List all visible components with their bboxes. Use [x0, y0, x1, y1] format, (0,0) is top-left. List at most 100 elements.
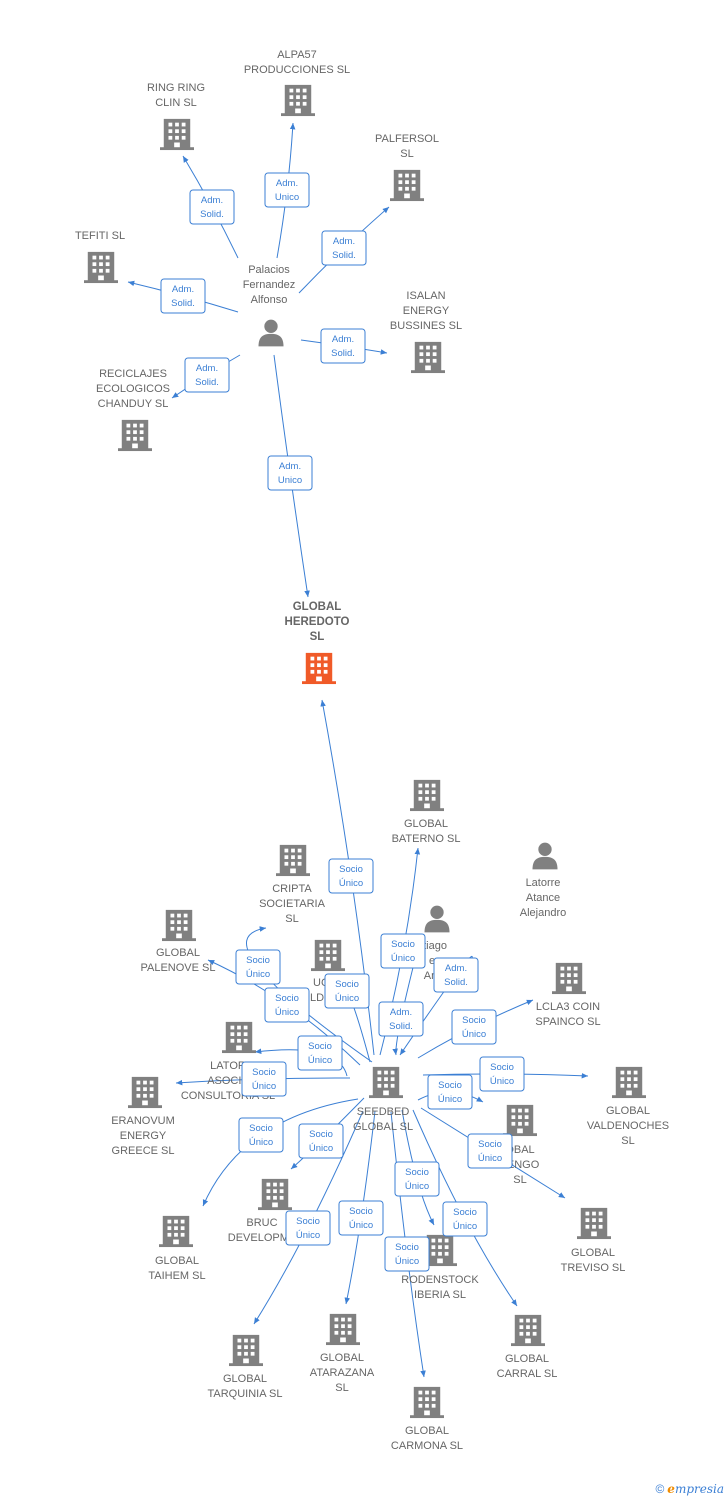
edge-role-text: Único — [349, 1220, 373, 1231]
edge-role-text: Único — [309, 1143, 333, 1154]
building-icon — [326, 1313, 360, 1346]
node-label: SL — [400, 148, 413, 160]
edge-role-text: Único — [275, 1007, 299, 1018]
building-icon — [390, 169, 424, 202]
edge-role-text: Único — [405, 1181, 429, 1192]
edge-role-text: Adm. — [172, 284, 194, 295]
edge-role-label[interactable]: Adm.Solid. — [378, 1001, 424, 1037]
building-icon — [503, 1104, 537, 1137]
node-label: Fernandez — [243, 279, 296, 291]
edge-role-label[interactable]: Adm.Solid. — [184, 357, 230, 393]
edge-role-label[interactable]: Adm.Solid. — [433, 957, 479, 993]
edge-role-text: Único — [296, 1230, 320, 1241]
edge-role-text: Adm. — [279, 461, 301, 472]
edge-labels-layer: Adm.UnicoAdm.Solid.Adm.Solid.Adm.Solid.A… — [160, 172, 525, 1272]
node-label: PALENOVE SL — [141, 962, 216, 974]
edge-role-label[interactable]: Adm.Solid. — [321, 230, 367, 266]
node-label: GLOBAL — [156, 947, 200, 959]
node-tarquinia[interactable]: GLOBAL TARQUINIA SL — [208, 1334, 283, 1400]
footer-brand[interactable]: ©empresia — [655, 1482, 724, 1496]
node-label: HEREDOTO — [285, 616, 350, 628]
node-label: BATERNO SL — [392, 833, 461, 845]
node-label: CARRAL SL — [497, 1368, 558, 1380]
edge-role-label[interactable]: Adm.Unico — [267, 455, 313, 491]
edge-role-text: Único — [249, 1137, 273, 1148]
building-icon — [229, 1334, 263, 1367]
edge-role-text: Único — [391, 953, 415, 964]
edge-role-label[interactable]: Adm. Solid. — [160, 278, 206, 314]
edge-role-label[interactable]: Adm.Solid. — [320, 328, 366, 364]
node-label: CRIPTA — [272, 883, 312, 895]
edge-role-label[interactable]: Adm.Solid. — [189, 189, 235, 225]
edge-role-text: Solid. — [171, 298, 195, 309]
node-tefiti[interactable]: TEFITI SL — [75, 230, 125, 284]
node-label: RECICLAJES — [99, 368, 167, 380]
edge-role-text: Socio — [249, 1123, 273, 1134]
edge-role-text: Socio — [490, 1062, 514, 1073]
node-label: VALDENOCHES — [587, 1120, 669, 1132]
building-icon — [84, 251, 118, 284]
edge-role-text: Solid. — [444, 977, 468, 988]
node-label: CHANDUY SL — [98, 398, 169, 410]
edge-role-label[interactable]: Adm.Unico — [264, 172, 310, 208]
edge-role-text: Socio — [438, 1080, 462, 1091]
node-palenove[interactable]: GLOBAL PALENOVE SL — [141, 909, 216, 974]
building-icon — [612, 1066, 646, 1099]
building-icon — [410, 1386, 444, 1419]
edge-role-text: Único — [308, 1055, 332, 1066]
node-label: ASOCIA — [207, 1075, 249, 1087]
edge-role-text: Único — [438, 1094, 462, 1105]
node-label: IBERIA SL — [414, 1289, 466, 1301]
node-label: TAIHEM SL — [148, 1270, 205, 1282]
node-label: Latorre — [526, 877, 561, 889]
node-label: GLOBAL — [320, 1352, 364, 1364]
node-label: SL — [335, 1382, 348, 1394]
node-label: Alejandro — [520, 907, 566, 919]
edge-role-text: Socio — [296, 1216, 320, 1227]
node-label: CARMONA SL — [391, 1440, 463, 1452]
node-label: e — [429, 955, 435, 967]
node-label: GLOBAL — [223, 1373, 267, 1385]
node-label: TARQUINIA SL — [208, 1388, 283, 1400]
